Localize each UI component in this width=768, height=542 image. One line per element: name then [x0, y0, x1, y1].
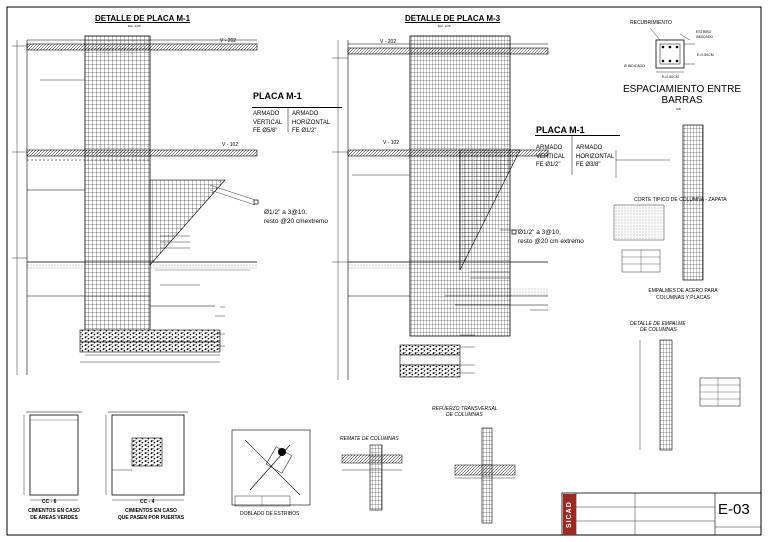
- detalle-empalme-drawing: [639, 339, 741, 451]
- espaciamiento-drawing: [649, 27, 695, 73]
- sheet-number: E-03: [718, 501, 750, 518]
- placa-m1-armado-horizontal: ARMADO HORIZONTAL FE Ø1/2": [292, 111, 331, 134]
- placa-m1-level-top: V - 202: [220, 38, 237, 44]
- placa-m1-level-mid: V - 102: [222, 142, 239, 148]
- refuerzo-title: REFUERZO TRANSVERSAL DE COLUMNAS: [432, 406, 498, 418]
- detalle-empalme-title: DETALLE DE EMPALME DE COLUMNAS: [630, 321, 686, 333]
- cc6-label: CC - 6: [42, 499, 57, 505]
- firm-logo: SICAD: [563, 494, 576, 535]
- remate-drawing: [341, 444, 403, 511]
- cc6-caption: CIMIENTOS EN CASO DE AREAS VERDES: [28, 508, 80, 521]
- doblado-drawing: [231, 429, 311, 507]
- e-value-label: E>2.50CM: [697, 53, 714, 57]
- espaciamiento-scale: S/E: [676, 107, 681, 111]
- cc4-label: CC - 4: [140, 499, 155, 505]
- estribo-indicado-label: ESTRIBO INDICADO: [696, 30, 714, 39]
- placa-m1-drawing: [12, 35, 342, 375]
- placa-m3-scale: Esc. 1/25: [438, 24, 451, 28]
- placa-m3-armado-horizontal: ARMADO HORIZONTAL FE Ø3/8": [576, 145, 615, 168]
- cc4-drawing: [105, 411, 188, 501]
- placa-m3-title: DETALLE DE PLACA M-3: [405, 14, 501, 23]
- placa-m1-armado-vertical: ARMADO VERTICAL FE Ø5/8": [253, 111, 283, 134]
- title-block: [561, 492, 762, 536]
- cc6-drawing: [23, 411, 82, 501]
- espaciamiento-title: ESPACIAMIENTO ENTRE BARRAS: [623, 84, 741, 106]
- placa-m3-level-top: V - 202: [380, 39, 397, 45]
- corte-columna-drawing: [613, 124, 704, 281]
- placa-m3-armado-vertical: ARMADO VERTICAL FE Ø1/2": [536, 145, 566, 168]
- doblado-caption: DOBLADO DE ESTRIBOS: [240, 511, 300, 517]
- cc4-caption: CIMIENTOS EN CASO QUE PASEN POR PUERTAS: [117, 508, 185, 521]
- o-indicado-label: Ø INDICADO: [624, 64, 645, 68]
- placa-m3-stirrup-note: Ø1/2" a 3@10, resto @20 cm extremo: [518, 229, 584, 245]
- refuerzo-drawing: [454, 427, 516, 524]
- corte-columna-title: CORTE TIPICO DE COLUMNA - ZAPATA: [634, 197, 727, 203]
- placa-m1-title: DETALLE DE PLACA M-1: [95, 14, 191, 23]
- placa-m3-level-mid: V - 102: [383, 140, 400, 146]
- e-bottom-label: E>2.50CM: [662, 75, 679, 79]
- placa-m3-drawing: [332, 35, 620, 380]
- placa-m1-scale: Esc. 1/25: [128, 24, 141, 28]
- recubrimiento-label: RECUBRIMIENTO: [630, 20, 672, 26]
- placa-m1-label: PLACA M-1: [253, 91, 302, 101]
- remate-title: REMATE DE COLUMNAS: [340, 436, 399, 442]
- empalmes-title: EMPALMES DE ACERO PARA COLUMNAS Y PLACAS: [648, 288, 718, 301]
- placa-m1-stirrup-note: Ø1/2" a 3@10, resto @20 cmextremo: [264, 209, 329, 225]
- placa-m3-label: PLACA M-1: [536, 125, 585, 135]
